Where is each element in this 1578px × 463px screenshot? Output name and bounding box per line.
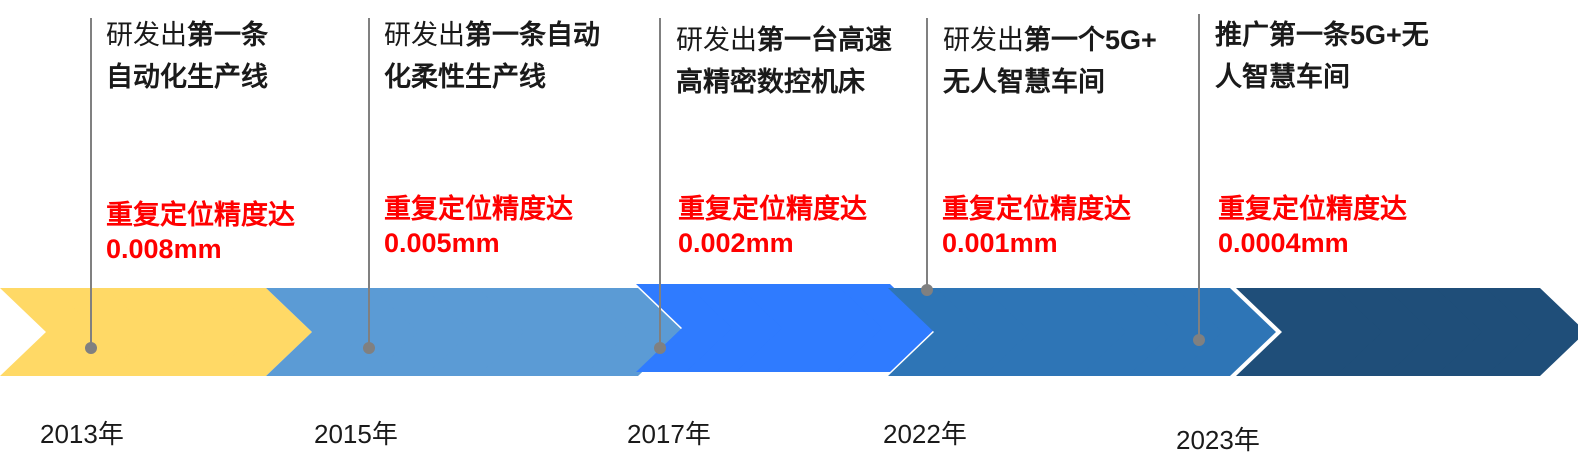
title-bold-line-2: 人智慧车间 [1215,62,1350,92]
spec-label: 重复定位精度达 [942,194,1131,224]
milestone-2017-spec: 重复定位精度达 0.002mm [678,192,867,260]
title-bold-line-2: 高精密数控机床 [676,67,865,97]
spec-value: 0.008mm [106,234,222,264]
chevron-segment [212,288,312,376]
milestone-title: 研发出第一条自动 化柔性生产线 [384,14,600,98]
chevron-segment [0,288,100,376]
milestone-2022-spec: 重复定位精度达 0.001mm [942,192,1131,260]
connector-dot [363,342,375,354]
title-lead: 研发出 [106,20,187,50]
connector-lines [85,14,1205,354]
milestone-2022: 研发出第一个5G+ 无人智慧车间 [943,19,1157,103]
chevron-segment [53,288,153,376]
year-label-2015: 2015年 [314,419,398,449]
milestone-2017: 研发出第一台高速 高精密数控机床 [676,19,892,103]
title-bold-line-1: 第一台高速 [757,25,892,55]
title-lead: 研发出 [943,25,1024,55]
milestone-2015: 研发出第一条自动 化柔性生产线 [384,14,600,98]
title-bold-line-1: 第一条 [187,20,268,50]
title-lead: 研发出 [676,25,757,55]
milestone-2013-spec: 重复定位精度达 0.008mm [106,198,295,266]
year-label-2022: 2022年 [883,419,967,449]
chevron-segment [425,288,525,376]
chevron-segment [106,288,206,376]
spec-label: 重复定位精度达 [1218,194,1407,224]
title-bold-line-2: 化柔性生产线 [384,62,546,92]
spec-value: 0.001mm [942,228,1058,258]
chevron-segment [531,288,631,376]
title-bold-line-1: 第一条自动 [465,20,600,50]
chevron-segment [372,288,472,376]
connector-dot [921,284,933,296]
milestone-title: 研发出第一条 自动化生产线 [106,14,268,98]
chevron-segment [1486,288,1578,376]
spec-label: 重复定位精度达 [678,194,867,224]
milestone-title: 研发出第一台高速 高精密数控机床 [676,19,892,103]
spec-value: 0.005mm [384,228,500,258]
title-lead: 研发出 [384,20,465,50]
spec-value: 0.002mm [678,228,794,258]
chevron-segment [159,288,259,376]
year-label-2023: 2023年 [1176,425,1260,455]
chevron-arrow-band [0,284,1578,376]
spec-label: 重复定位精度达 [384,194,573,224]
connector-dot [85,342,97,354]
milestone-title: 研发出第一个5G+ 无人智慧车间 [943,19,1157,103]
title-bold-line-2: 无人智慧车间 [943,67,1105,97]
connector-dot [654,342,666,354]
title-bold-line-2: 自动化生产线 [106,62,268,92]
connector-dot [1193,334,1205,346]
chevron-segment [1176,288,1276,376]
milestone-2013: 研发出第一条 自动化生产线 [106,14,268,98]
year-label-2013: 2013年 [40,419,124,449]
chevron-segment [478,288,578,376]
chevron-segment [266,288,366,376]
spec-value: 0.0004mm [1218,228,1349,258]
year-label-2017: 2017年 [627,419,711,449]
milestone-2015-spec: 重复定位精度达 0.005mm [384,192,573,260]
spec-label: 重复定位精度达 [106,200,295,230]
title-bold-line-1: 第一个5G+ [1024,25,1157,55]
milestone-title: 推广第一条5G+无 人智慧车间 [1215,14,1429,98]
milestone-2023-spec: 重复定位精度达 0.0004mm [1218,192,1407,260]
title-bold-line-1: 推广第一条5G+无 [1215,20,1429,50]
milestone-2023: 推广第一条5G+无 人智慧车间 [1215,14,1429,98]
